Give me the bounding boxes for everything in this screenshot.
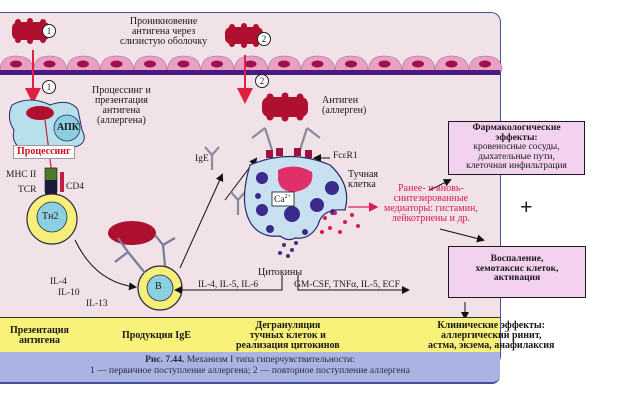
inflammation-box: Воспаление, хемотаксис клеток, активация [448,246,586,298]
cd4-label: CD4 [66,182,84,192]
step-1-marker-lower: 1 [42,80,56,94]
apc-label: АПК [57,122,80,133]
cytokine-dots [278,241,298,258]
step-2-marker-lower: 2 [255,74,269,88]
mast-cell-label: Тучная клетка [348,169,379,190]
process-bar [0,317,500,355]
caption-legend: 1 — первичное поступление аллергена; 2 —… [90,365,410,376]
ca-box [271,191,295,207]
epithelial-nucleus [412,60,424,68]
arrow-cytokines-right [297,275,410,294]
arrow-cytokines-left [174,275,283,294]
mast-granules [255,172,339,235]
pharm-body: кровеносные сосуды, дыхательные пути, кл… [466,142,567,171]
epithelial-nucleus [211,60,223,68]
arrow-b-to-ige [179,173,224,269]
epithelial-nucleus [144,60,156,68]
bar-step-presentation: Презентация антигена [10,325,69,346]
epithelial-nucleus [244,60,257,68]
b-cell-allergen [108,221,156,245]
tcr-molecule [45,180,57,194]
epithelium [0,55,503,72]
th2-label: Тн2 [42,211,59,222]
mast-nucleus [278,166,313,192]
antigen-allergen [262,92,308,122]
plus-sign: + [520,194,533,219]
epithelial-nucleus [311,60,324,68]
antigen-label: Антиген (аллерген) [322,95,367,116]
mhc-label: MHC II [6,170,37,180]
il-13-label: IL-13 [86,299,108,309]
epithelial-nucleus [177,60,190,68]
mediators-label: Ранее- и вновь- синтезированные медиатор… [384,183,478,224]
epithelial-nucleus [479,60,491,68]
b-cell-antibodies [114,234,176,274]
epithelial-nucleus [43,60,56,68]
epithelial-nucleus [445,60,458,68]
b-nucleus [146,274,174,302]
cytokines-right-label: GM-CSF, TNFα, IL-5, ECF [294,280,400,290]
fceri-receptors [266,148,312,158]
ige-antibodies [204,146,246,215]
epithelial-nucleus [378,60,391,68]
step-2-marker: 2 [257,32,271,46]
basement-membrane [0,70,500,75]
il-10-label: IL-10 [58,288,80,298]
top-label: Проникновение антигена через слизистую о… [120,16,208,47]
step-1-marker: 1 [42,24,56,38]
epithelial-nucleus [278,60,290,68]
ige-label: IgE [195,154,209,164]
caption-number: Рис. 7.44. [145,355,185,365]
bar-step-degranulation: Дегрануляция тучных клеток и реализация … [236,320,340,351]
epithelial-nucleus [77,60,89,68]
tcr-label: TCR [18,185,37,195]
pharm-title: Фармакологические эффекты: [472,123,561,143]
il-4-label: IL-4 [50,277,67,287]
pharmacological-effects-box: Фармакологические эффекты: кровеносные с… [448,121,585,175]
cytokines-left-label: IL-4, IL-5, IL-6 [198,280,259,290]
epithelial-nucleus [10,60,22,68]
epithelial-nucleus [110,60,123,68]
cd4-molecule [60,172,64,192]
cytokines-label: Цитокины [258,267,303,278]
arrow-th2-to-b [74,239,137,291]
processing-box: Процессинг [13,145,75,159]
processing-label: Процессинг и презентация антигена (аллер… [92,85,151,126]
mast-cell [243,155,348,241]
allergen-1 [12,18,50,44]
ca-label: Ca2+ [274,194,291,206]
arrow-to-inflam [439,228,485,243]
fceri-label: FcεR1 [333,151,358,161]
th2-nucleus [36,201,68,233]
bar-step-clinical: Клинические эффекты: аллергический ринит… [428,320,555,351]
mast-bound-ige [251,127,321,151]
arrow-to-pharm [429,179,452,191]
figure-caption: Рис. 7.44. Механизм I типа гиперчувствит… [0,352,500,384]
apc-allergen [26,106,54,120]
b-cell-label: B [155,281,162,292]
caption-title: Механизм I типа гиперчувствительности: [184,355,355,365]
epithelial-nucleus [345,60,357,68]
inflammation-text: Воспаление, хемотаксис клеток, активация [475,254,559,283]
apc-nucleus [53,114,81,142]
bar-step-ige: Продукция IgE [122,330,191,341]
mediator-dots [320,211,360,234]
